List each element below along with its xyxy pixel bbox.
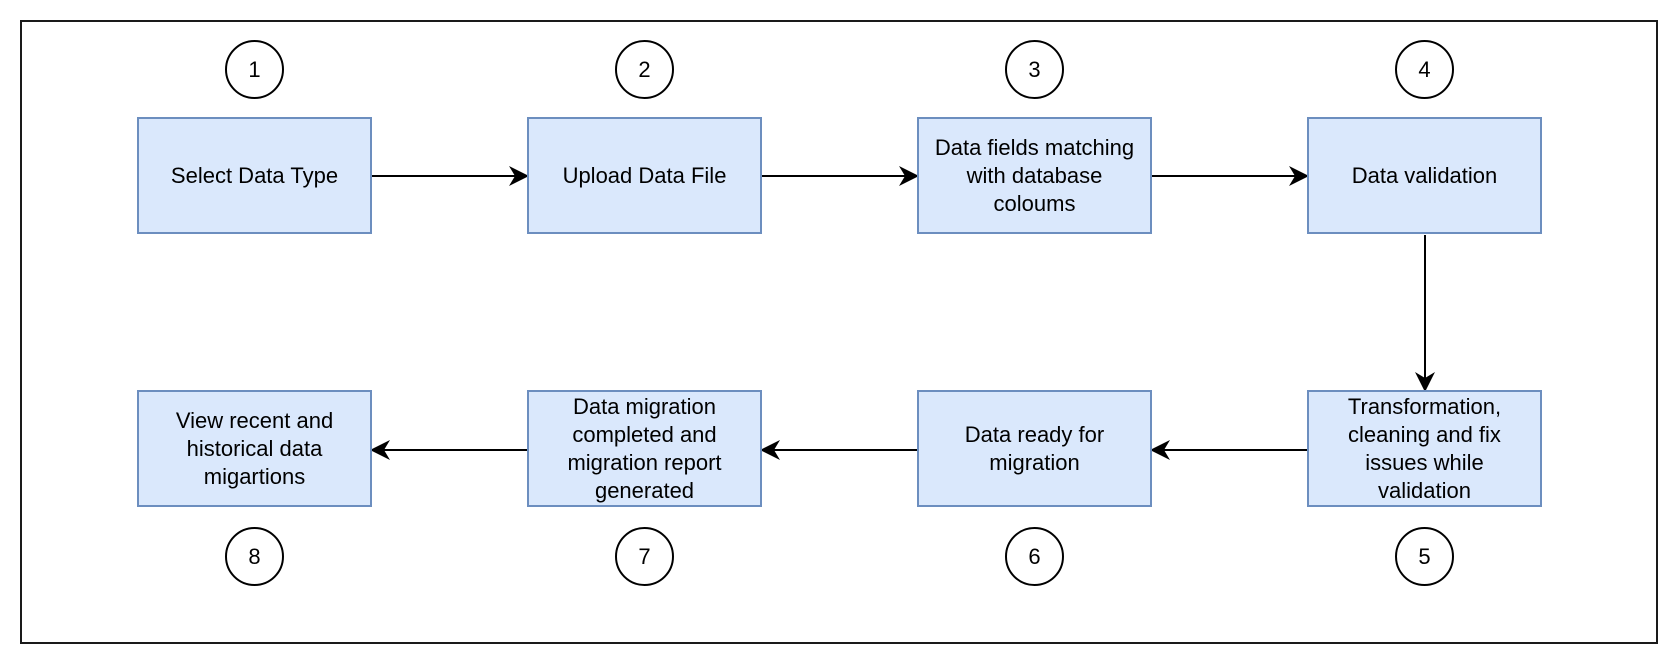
step-number-3: 3 — [1005, 40, 1064, 99]
step-box-data-validation: Data validation — [1307, 117, 1542, 234]
step-box-view-recent-migrations: View recent and historical data migartio… — [137, 390, 372, 507]
step-box-data-migration-completed: Data migration completed and migration r… — [527, 390, 762, 507]
step-number-6: 6 — [1005, 527, 1064, 586]
step-number-8: 8 — [225, 527, 284, 586]
step-number-5: 5 — [1395, 527, 1454, 586]
step-box-data-ready-for-migration: Data ready for migration — [917, 390, 1152, 507]
step-box-data-fields-matching: Data fields matching with database colou… — [917, 117, 1152, 234]
step-number-2: 2 — [615, 40, 674, 99]
step-box-upload-data-file: Upload Data File — [527, 117, 762, 234]
step-number-7: 7 — [615, 527, 674, 586]
step-box-select-data-type: Select Data Type — [137, 117, 372, 234]
step-number-4: 4 — [1395, 40, 1454, 99]
diagram-frame — [20, 20, 1658, 644]
step-number-1: 1 — [225, 40, 284, 99]
step-box-transformation-cleaning: Transformation, cleaning and fix issues … — [1307, 390, 1542, 507]
